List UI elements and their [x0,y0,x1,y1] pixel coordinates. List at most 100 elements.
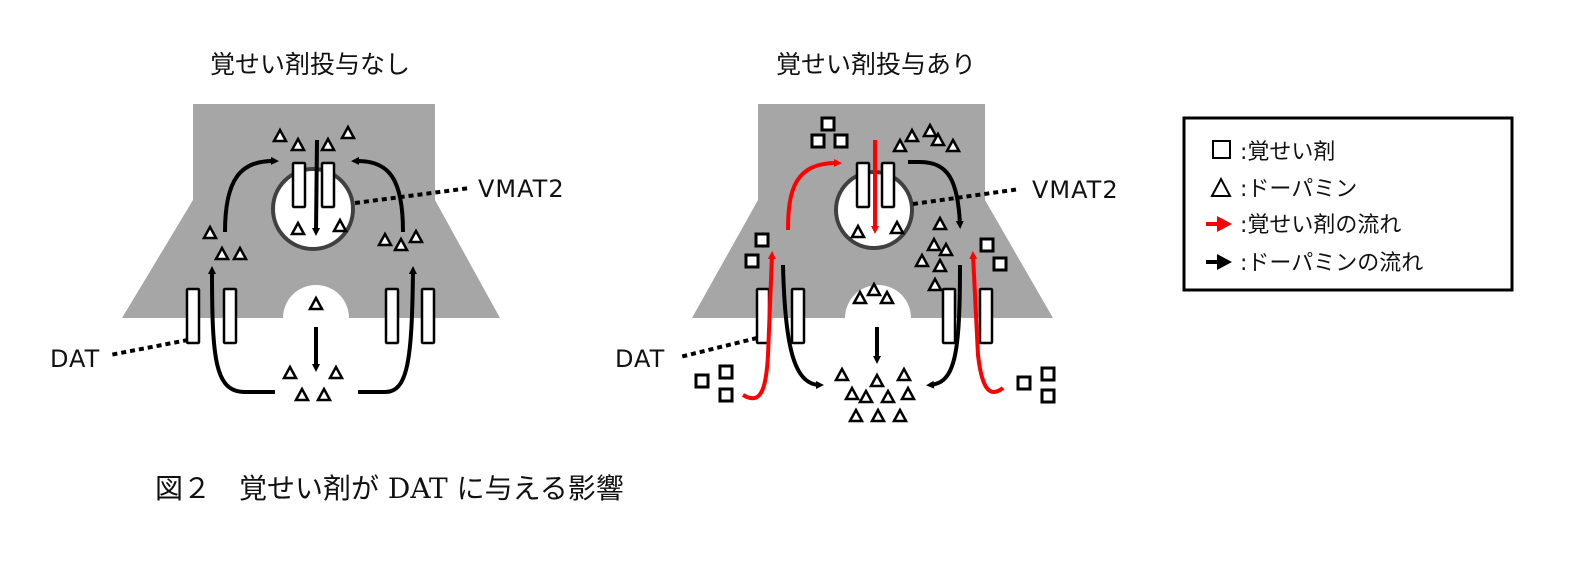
dopamine-triangle [847,407,865,423]
dopamine-triangle [888,219,906,235]
flow-reverse-transport-left [781,264,824,389]
dopamine-triangle [921,122,939,138]
dopamine-triangle [931,215,949,231]
methamphetamine-molecules [694,116,1056,404]
flow-vmat2-into-vesicle [312,139,321,236]
legend: :覚せい剤 :ドーパミン :覚せい剤の流れ :ドーパミンの流れ [1182,116,1514,292]
methamphetamine-square [1016,375,1032,391]
panel-title: 覚せい剤投与なし [210,50,410,79]
meth-flow-uptake-right [969,251,1005,394]
dopamine-triangle [307,295,325,311]
black-arrow-icon [1206,254,1232,270]
dopamine-triangle [376,231,394,247]
legend-label-methamphetamine-flow: :覚せい剤の流れ [1240,213,1401,238]
methamphetamine-flow-arrows [741,140,1005,401]
methamphetamine-square [820,116,836,132]
dopamine-triangle [849,223,867,239]
dopamine-triangle [879,388,897,404]
dopamine-triangle [315,386,333,402]
legend-label-dopamine-flow: :ドーパミンの流れ [1240,251,1423,276]
dopamine-triangle [891,407,909,423]
flow-cytosol-left-to-vmat2 [223,156,279,233]
flow-cytosol-right-to-vmat2 [351,156,405,233]
dopamine-triangle [293,386,311,402]
methamphetamine-square [1040,388,1056,404]
dopamine-triangle [926,276,944,292]
dopamine-triangle [895,366,913,382]
dat-leader-line [679,336,758,359]
methamphetamine-square [979,237,995,253]
flow-reuptake-right [358,266,417,394]
panel-without-methamphetamine: 覚せい剤投与なし V [50,50,565,402]
dopamine-triangle [878,289,896,305]
methamphetamine-square [1040,366,1056,382]
red-arrow-icon [1206,216,1232,232]
methamphetamine-square [718,387,734,403]
methamphetamine-square [992,256,1008,272]
dopamine-triangle [833,366,851,382]
methamphetamine-square [744,253,760,269]
dopamine-triangle [281,364,299,380]
dopamine-triangle [944,137,962,153]
dopamine-triangle [327,364,345,380]
legend-label-methamphetamine: :覚せい剤 [1240,140,1335,165]
dopamine-triangle [868,372,886,388]
dopamine-triangle [929,131,947,147]
dat-leader-line [109,338,189,357]
dopamine-triangle [339,124,357,140]
dopamine-triangle [925,236,943,252]
methamphetamine-square [833,133,849,149]
dopamine-triangle [937,241,955,257]
dat-label: DAT [615,345,665,373]
dopamine-triangle [201,224,219,240]
dopamine-triangle [331,217,349,233]
legend-box [1182,116,1514,292]
dopamine-triangle [289,220,307,236]
dopamine-triangle [213,245,231,261]
meth-flow-cytosol-to-vmat2 [786,158,842,231]
dopamine-triangle [271,127,289,143]
dopamine-triangle [857,388,875,404]
vmat2-transporter [855,161,896,209]
panel-with-methamphetamine: 覚せい剤投与あり [615,50,1119,423]
meth-flow-uptake-left [741,251,776,401]
dopamine-molecules [201,124,425,402]
dat-label: DAT [50,345,100,373]
panel-title: 覚せい剤投与あり [776,50,976,79]
flow-reuptake-left [208,266,275,394]
methamphetamine-square [694,373,710,389]
dopamine-triangle [865,281,883,297]
dopamine-triangle [899,385,917,401]
figure-caption: 図２ 覚せい剤が DAT に与える影響 [155,472,624,505]
methamphetamine-square [810,133,826,149]
dopamine-triangle [407,228,425,244]
dopamine-triangle [851,289,869,305]
dopamine-triangle [913,252,931,268]
dopamine-triangle [843,385,861,401]
methamphetamine-square [754,232,770,248]
dopamine-flow-arrows [781,160,964,389]
dopamine-triangle [869,407,887,423]
vmat2-transporter [291,161,336,209]
dopamine-triangle [931,257,949,273]
vmat2-label: VMAT2 [478,175,565,203]
dopamine-triangle [392,236,410,252]
dopamine-triangle [289,136,307,152]
dopamine-flow-arrows [208,139,417,394]
dopamine-molecules [833,122,962,423]
dopamine-triangle [903,127,921,143]
dopamine-triangle [891,137,909,153]
flow-vmat2-out-to-cytosol [908,160,964,229]
vmat2-leader-line [912,187,1021,206]
dat-transporter-left [185,287,238,345]
triangle-icon [1210,176,1232,197]
flow-reverse-transport-right [926,264,962,389]
vmat2-leader-line [354,186,471,205]
dat-transporter-right [384,287,436,345]
legend-label-dopamine: :ドーパミン [1240,177,1357,202]
square-icon [1212,140,1231,159]
dopamine-triangle [231,245,249,261]
dat-transporter-right [941,287,994,345]
vmat2-label: VMAT2 [1032,176,1119,204]
